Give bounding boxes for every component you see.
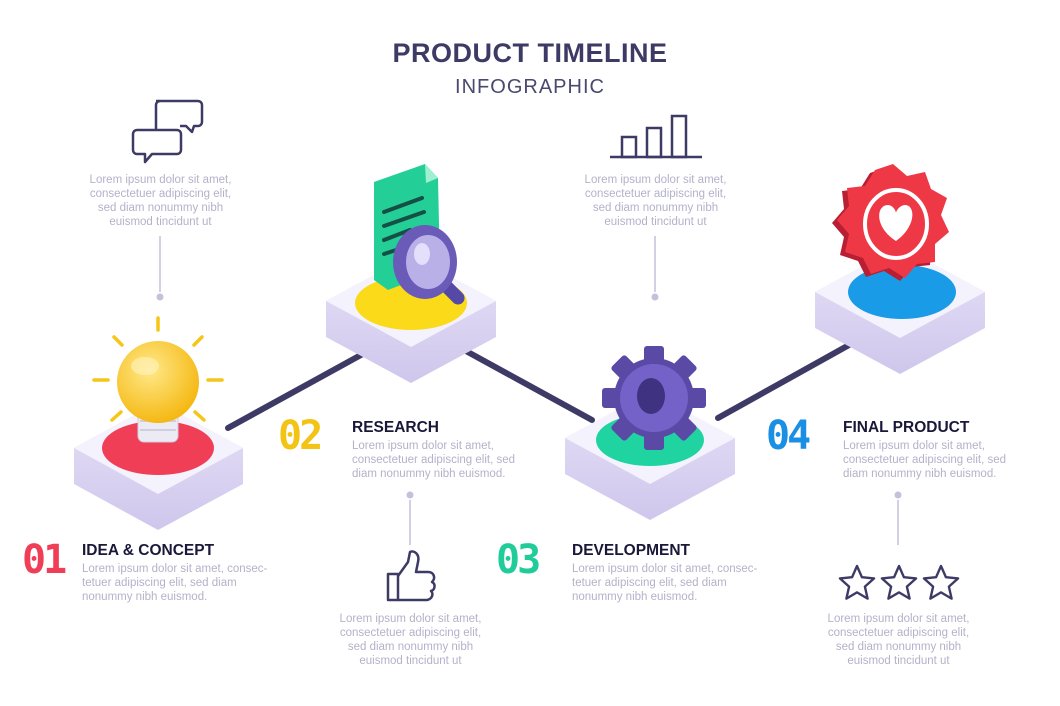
note-text-step-3: Lorem ipsum dolor sit amet, consectetuer… xyxy=(584,174,727,228)
three-stars-icon xyxy=(838,564,960,600)
step-desc-4: Lorem ipsum dolor sit amet, consectetuer… xyxy=(843,440,1007,480)
step-title-4: FINAL PRODUCT xyxy=(843,419,970,436)
step-title-1: IDEA & CONCEPT xyxy=(82,542,215,559)
step-desc-2: Lorem ipsum dolor sit amet, consectetuer… xyxy=(352,440,516,480)
step-title-3: DEVELOPMENT xyxy=(572,542,690,559)
page-title: PRODUCT TIMELINE xyxy=(392,38,668,68)
bar-chart-icon xyxy=(610,114,702,159)
note-text-step-2: Lorem ipsum dolor sit amet, consectetuer… xyxy=(339,613,482,667)
step-number-2: 02 xyxy=(278,413,323,459)
leader-lines xyxy=(156,236,902,545)
step-number-4: 04 xyxy=(766,413,811,459)
gear-icon xyxy=(602,346,706,450)
thumbs-up-icon xyxy=(386,550,436,602)
note-text-step-4: Lorem ipsum dolor sit amet, consectetuer… xyxy=(827,613,970,667)
step-desc-1: Lorem ipsum dolor sit amet, consec- tetu… xyxy=(82,563,268,603)
lightbulb-icon xyxy=(92,316,224,443)
chat-bubbles-icon xyxy=(131,99,204,164)
step-number-1: 01 xyxy=(22,537,67,583)
step-title-2: RESEARCH xyxy=(352,419,439,436)
heart-badge-icon xyxy=(832,164,949,281)
step-number-3: 03 xyxy=(496,537,541,583)
platform-4 xyxy=(815,246,985,374)
document-magnifier-icon xyxy=(374,164,465,305)
step-desc-3: Lorem ipsum dolor sit amet, consec- tetu… xyxy=(572,563,758,603)
note-text-step-1: Lorem ipsum dolor sit amet, consectetuer… xyxy=(89,174,232,228)
timeline-connectors xyxy=(225,337,861,431)
page-subtitle: INFOGRAPHIC xyxy=(455,76,605,98)
platform-1 xyxy=(74,402,243,530)
